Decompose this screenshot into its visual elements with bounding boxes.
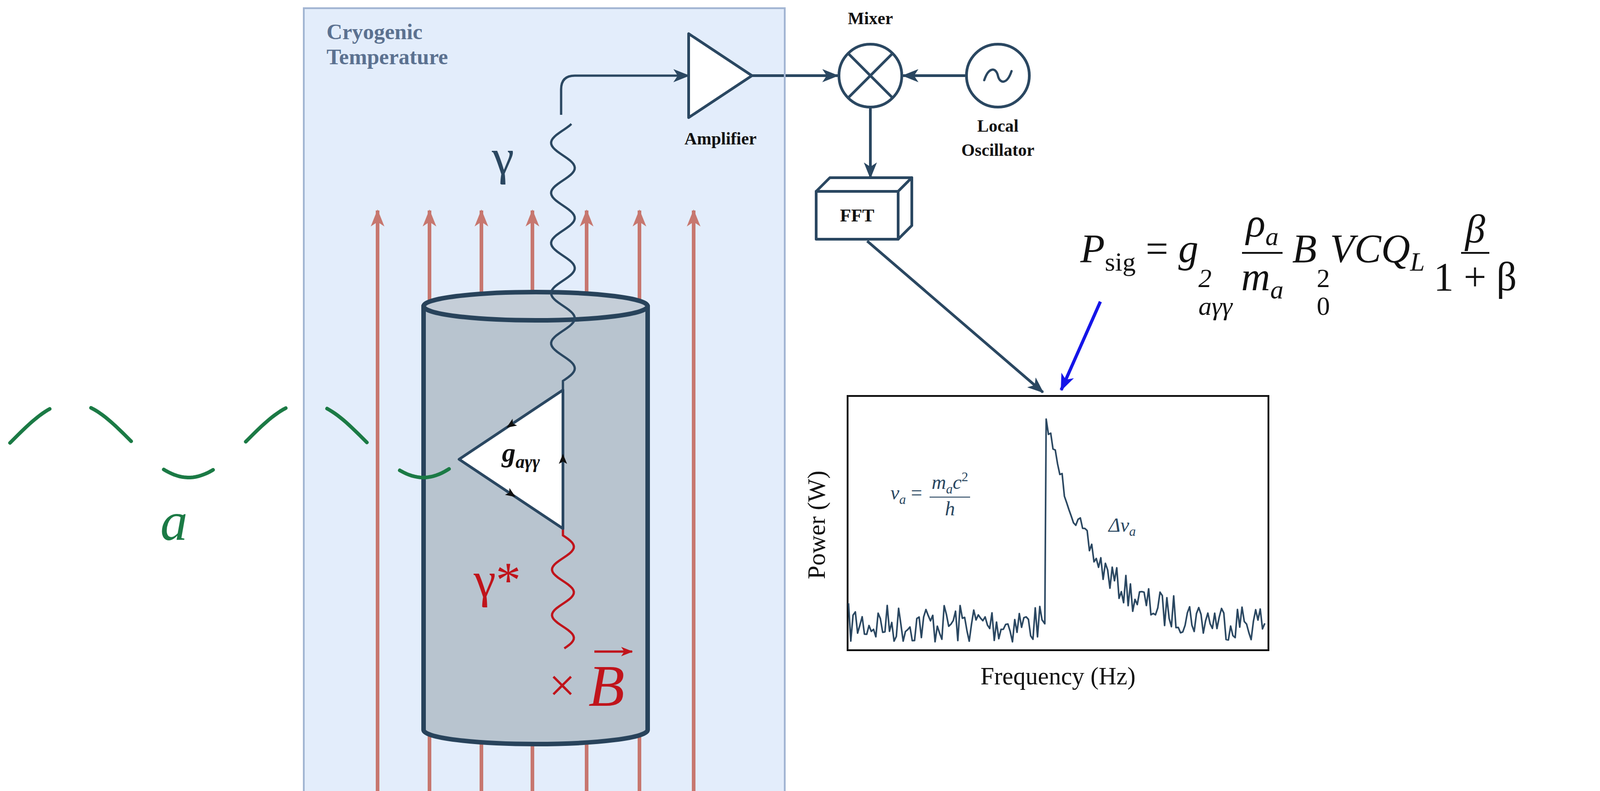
vector-arrow [594, 650, 633, 653]
math-symbol: h [945, 497, 956, 520]
denominator: ma [1237, 253, 1288, 306]
math-symbol: ν [890, 481, 900, 504]
math-symbol: = [1145, 226, 1169, 271]
sup-sub-stack: 2aγγ [1198, 264, 1233, 321]
lo-outline [965, 42, 1031, 109]
fraction: β1 + β [1429, 205, 1521, 300]
mixer: Mixer [837, 42, 904, 109]
cryogenic-fill [302, 7, 786, 791]
node-label: Amplifier [665, 128, 776, 149]
fft-box: FFT [816, 191, 899, 240]
math-symbol: a [899, 491, 907, 507]
cavity-body [423, 306, 648, 744]
math-symbol: g [1178, 226, 1199, 271]
sup-sub-stack: 20 [1316, 264, 1330, 321]
fraction: ρama [1237, 199, 1288, 306]
sine-symbol [984, 69, 1012, 82]
math-symbol: a [945, 481, 953, 496]
math-symbol: = [910, 481, 923, 504]
signal-connector [751, 74, 838, 77]
node-label: Cryogenic Temperature [326, 19, 491, 70]
photon-label: γ [491, 132, 515, 183]
plot-outline [848, 396, 1268, 650]
math-symbol: c [952, 470, 962, 494]
mixer-outline [837, 42, 904, 109]
math-symbol: m [931, 470, 947, 494]
math-group: Psig=g2aγγρamaB20VCQLβ1 + β [1080, 199, 1526, 320]
box-side [898, 177, 912, 240]
node-label: FFT [816, 191, 899, 240]
math-symbol: sig [1104, 246, 1136, 277]
math-symbol: 2 [1198, 264, 1212, 293]
node-label: Mixer [819, 8, 922, 29]
denominator: h [942, 497, 957, 521]
vertex-triangle: gaγγ [459, 389, 563, 529]
box-top [816, 177, 912, 192]
local-oscillator: Local Oscillator [965, 42, 1031, 109]
virtual-photon-label: γ* [473, 554, 522, 605]
math-symbol: ρ [1246, 200, 1266, 246]
numerator: ρa [1242, 199, 1283, 254]
pointer-arrow [1061, 301, 1101, 390]
denominator: 1 + β [1429, 253, 1521, 300]
math-symbol: m [1241, 254, 1271, 299]
oscillator-symbol [966, 44, 1030, 108]
cross-symbol: × [548, 661, 576, 709]
axion-label: a [160, 494, 188, 549]
math-group: Δνa [1108, 513, 1136, 540]
signal-connector [869, 108, 872, 178]
amplifier-symbol [688, 33, 752, 118]
mixer-symbol [838, 44, 902, 108]
math-symbol: 2 [961, 469, 969, 484]
math-symbol: L [1410, 246, 1425, 277]
math-group: νa=mac2h [890, 469, 973, 521]
signal-connector [551, 75, 689, 390]
signal-connector [867, 240, 1043, 393]
math-symbol: P [1080, 226, 1105, 271]
flow-arrowhead [558, 453, 568, 464]
math-symbol: a [1265, 221, 1279, 251]
fraction: mac2h [929, 469, 971, 521]
field-arrow [691, 210, 696, 791]
node-label: aγγ [515, 451, 540, 472]
math-symbol: a [1129, 523, 1136, 539]
virtual-photon-wave [552, 528, 574, 649]
flow-arrowhead [504, 418, 517, 431]
math-symbol: B [1292, 226, 1317, 271]
math-symbol: Δν [1108, 513, 1130, 537]
math-symbol: 0 [1316, 292, 1330, 321]
mixer-cross [848, 53, 893, 98]
math-symbol: a [1270, 274, 1284, 305]
amplifier: Amplifier [674, 33, 767, 166]
vertex-symbol [459, 389, 563, 529]
math-symbol: 2 [1316, 264, 1330, 293]
cavity-top [423, 291, 648, 321]
spectrum-trace [848, 419, 1265, 642]
node-label: g [501, 437, 516, 468]
math-symbol: 1 + β [1433, 254, 1517, 299]
node-label: Power (W) [802, 470, 831, 579]
axion-wave [10, 402, 456, 478]
spectrum-plot: Power (W)Frequency (Hz) [846, 394, 1270, 651]
math-symbol: VCQ [1329, 226, 1411, 271]
field-arrow [375, 210, 380, 791]
label-group: gaγγ [501, 437, 540, 472]
box-front [816, 191, 899, 240]
node-label: Frequency (Hz) [848, 661, 1268, 691]
numerator: β [1461, 205, 1489, 254]
math-symbol: β [1465, 206, 1486, 251]
magnetic-field-lines [377, 210, 694, 791]
cryogenic-region: Cryogenic TemperatureAmplifiergaγγ [302, 7, 786, 791]
flow-arrowhead [505, 487, 518, 501]
field-label: B [588, 655, 625, 716]
signal-connector [903, 74, 966, 77]
math-symbol: aγγ [1198, 292, 1233, 321]
node-label: Local Oscillator [938, 113, 1058, 163]
numerator: mac2 [929, 469, 971, 498]
